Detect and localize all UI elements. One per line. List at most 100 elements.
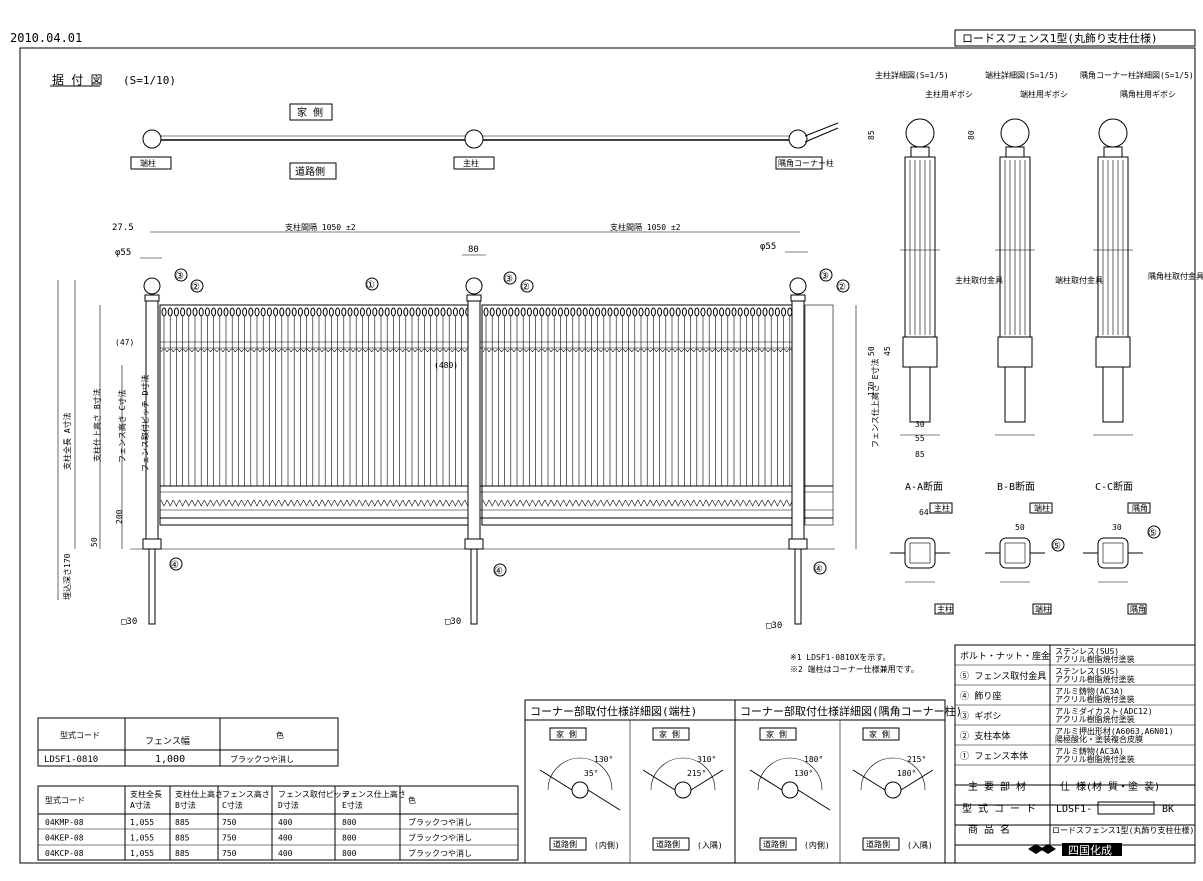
section-b-title: B-B断面 (997, 480, 1035, 493)
post-table-cell: 750 (222, 818, 237, 827)
corner-side-label: (内側) (804, 840, 830, 850)
plan-house-side: 家 側 (297, 106, 323, 119)
corner-angle: 215° (907, 755, 926, 764)
spec-material: アルミダイカスト(ADC12) (1055, 706, 1153, 716)
plan-road-side: 道路側 (295, 165, 325, 178)
label-d: フェンス取付ピッチ D寸法 (140, 375, 150, 472)
post-table-header: D寸法 (278, 800, 299, 810)
dim-480: (480) (434, 361, 458, 370)
post-table-cell: 04KCP-08 (45, 849, 84, 858)
detail-dim-45: 45 (883, 346, 892, 356)
post-table: 型式コード支柱全長A寸法支柱仕上高さB寸法フェンス高さC寸法フェンス取付ピッチD… (37, 785, 519, 861)
plan-scale: (S=1/10) (123, 74, 176, 87)
spec-material: アルミ押出形材(A6063,A6N01) (1055, 726, 1174, 736)
post-table-cell: 1,055 (130, 849, 154, 858)
corner-side-label: (入隅) (907, 841, 933, 850)
post-table-cell: 400 (278, 834, 293, 843)
post-table-header: フェンス仕上高さ (342, 789, 406, 799)
corner-angle: 180° (804, 755, 823, 764)
elevation-view: 27.5 支柱間隔 1050 ±2 支柱間隔 1050 ±2 φ55 φ55 8… (57, 222, 880, 631)
post-table-cell: 1,055 (130, 834, 154, 843)
detail-dim-85b: 85 (915, 450, 925, 459)
gibo-label-3: 隅角柱用ギボシ (1120, 89, 1176, 99)
spec-header-part: 主 要 部 材 (968, 780, 1026, 793)
post-table-cell: ブラックつや消し (408, 848, 472, 858)
label-b: 支柱仕上高さ B寸法 (92, 388, 102, 462)
spec-material: アクリル樹脂焼付塗装 (1055, 694, 1135, 704)
post-table-cell: 885 (175, 849, 190, 858)
callout-4b: ④ (494, 566, 503, 577)
corner-house-label: 家 側 (659, 729, 680, 739)
spec-code-value: LDSF1- (1056, 804, 1092, 815)
detail-title-2: 端柱詳細図(S=1/5) (985, 70, 1059, 80)
note-1: ※1 LDSF1-0810Xを示す。 (790, 653, 891, 662)
plan-corner-post-label: 隅角コーナー柱 (778, 158, 834, 168)
detail-dim-55: 55 (915, 434, 925, 443)
spec-material: アルミ鋳物(AC3A) (1055, 746, 1124, 756)
post-table-cell: 750 (222, 849, 237, 858)
model-code: LDSF1-0810 (44, 755, 98, 765)
post-table-cell: 400 (278, 818, 293, 827)
corner-road-label: 道路側 (763, 839, 787, 849)
post-table-header: フェンス高さ (222, 789, 270, 799)
spec-code-label: 型 式 コ ー ド (962, 802, 1036, 815)
post-table-cell: ブラックつや消し (408, 817, 472, 827)
box30-2: □30 (445, 617, 461, 627)
model-width: 1,000 (155, 754, 185, 765)
box30-1: □30 (121, 617, 137, 627)
corner-side-label: (入隅) (697, 841, 723, 850)
dim-phi55-left: φ55 (115, 248, 131, 258)
maker-name: 四国化成 (1068, 843, 1112, 857)
sheet-border (19, 47, 1196, 864)
callout-2a: ② (191, 282, 200, 293)
sec-dim-50c: 30 (1112, 523, 1122, 532)
detail-dim-80: 80 (967, 130, 976, 140)
callout-3b: ③ (504, 274, 513, 285)
post-table-header: A寸法 (130, 800, 151, 810)
dim-27-5: 27.5 (112, 223, 134, 233)
label-c: フェンス高さ C寸法 (117, 390, 127, 463)
post-table-cell: 04KMP-08 (45, 818, 84, 827)
plan-end-post (142, 129, 162, 149)
callout-4c: ④ (814, 564, 823, 575)
spec-material: アルミ鋳物(AC3A) (1055, 686, 1124, 696)
section-tag-corner: 隅角 (1132, 503, 1148, 513)
post-table-cell: 800 (342, 849, 357, 858)
post-table-header: 型式コード (45, 795, 85, 805)
plan-main-post-label: 主柱 (463, 158, 479, 168)
post-label-1: 主柱取付金具 (955, 275, 1003, 285)
post-table-cell: 400 (278, 849, 293, 858)
model-table: 型式コード フェンス幅 色 LDSF1-0810 1,000 ブラックつや消し (37, 717, 339, 767)
spec-material: 陽極酸化・塗装複合皮膜 (1055, 734, 1143, 744)
post-label-2: 端柱取付金具 (1055, 275, 1103, 285)
post-details: 主柱詳細図(S=1/5) 端柱詳細図(S=1/5) 隅角コーナー柱詳細図(S=1… (867, 70, 1203, 615)
dim-170: 埋込深さ170 (62, 553, 72, 600)
note-2: ※2 端柱はコーナー仕様兼用です。 (790, 664, 919, 674)
title-box (954, 29, 1196, 47)
box30-3: □30 (766, 621, 782, 631)
post-table-header: 支柱仕上高さ (175, 789, 223, 799)
post-table-cell: 885 (175, 834, 190, 843)
detail-dim-30: 30 (915, 420, 925, 429)
sec-foot-end: 端柱 (1035, 604, 1051, 614)
dim-span-2: 支柱間隔 1050 ±2 (610, 222, 681, 232)
callout-3c: ③ (820, 271, 829, 282)
section-tag-main: 主柱 (934, 503, 950, 513)
callout-4a: ④ (170, 560, 179, 571)
post-table-header: フェンス取付ピッチ (278, 789, 350, 799)
corner-angle: 130° (594, 755, 613, 764)
dim-80: 80 (468, 245, 479, 255)
dim-47: (47) (115, 338, 134, 347)
sec-dim-50b: 50 (1015, 523, 1025, 532)
spec-part: ③ ギボシ (960, 711, 1001, 722)
post-table-header: E寸法 (342, 800, 363, 810)
callout-5a: ⑤ (1052, 541, 1061, 552)
post-table-cell: ブラックつや消し (408, 833, 472, 843)
corner-road-label: 道路側 (656, 839, 680, 849)
detail-dim-170: 170 (867, 381, 876, 396)
post-table-header: C寸法 (222, 800, 243, 810)
spec-material: ステンレス(SUS) (1055, 647, 1119, 656)
corner-angle: 130° (794, 769, 813, 778)
sec-foot-corner: 隅角 (1130, 604, 1146, 614)
